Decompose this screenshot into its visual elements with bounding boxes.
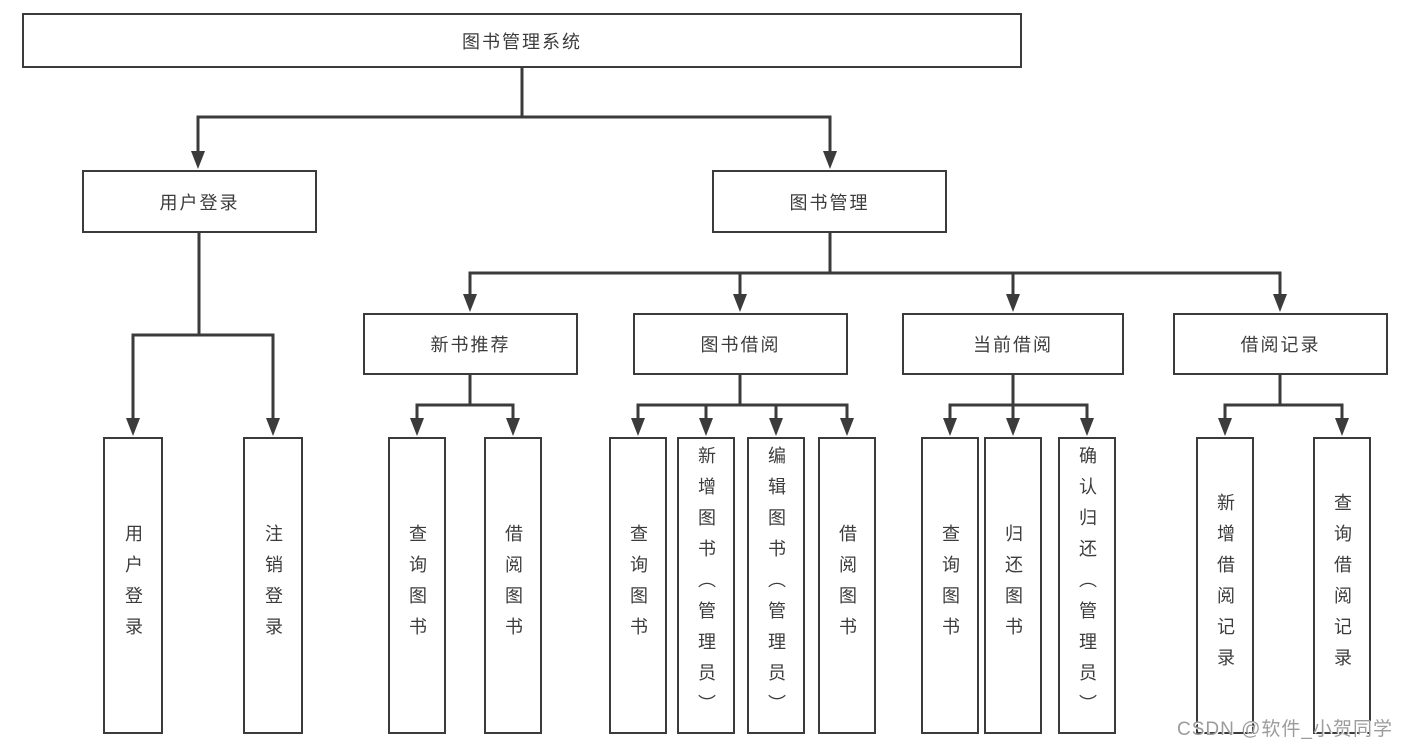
node-borrowing-records-label: 借阅记录 [1240, 335, 1321, 355]
node-book-borrowing-label: 图书借阅 [700, 335, 781, 355]
leaf-return-books-label: 归还图书 [1003, 523, 1023, 648]
leaf-logout-label: 注销登录 [263, 523, 283, 648]
node-borrowing-records: 借阅记录 [1173, 313, 1388, 375]
leaf-add-borrow-record-label: 新增借阅记录 [1215, 492, 1235, 679]
node-current-borrowing: 当前借阅 [902, 313, 1124, 375]
node-user-login-label: 用户登录 [159, 192, 240, 213]
leaf-add-borrow-record: 新增借阅记录 [1196, 437, 1254, 734]
leaf-query-borrow-record: 查询借阅记录 [1313, 437, 1371, 734]
node-root-label: 图书管理系统 [462, 31, 582, 52]
leaf-borrow-books-borrowing: 借阅图书 [818, 437, 876, 734]
leaf-query-books-recommend-label: 查询图书 [407, 523, 427, 648]
leaf-add-book-admin-label: 新增图书（管理员） [696, 446, 716, 725]
leaf-query-books-current-label: 查询图书 [940, 523, 960, 648]
leaf-borrow-books-recommend-label: 借阅图书 [503, 523, 523, 648]
node-book-borrowing: 图书借阅 [633, 313, 848, 375]
watermark: CSDN @软件_小贺同学 [1177, 719, 1393, 740]
node-root: 图书管理系统 [22, 13, 1022, 68]
leaf-query-books-recommend: 查询图书 [388, 437, 446, 734]
leaf-borrow-books-recommend: 借阅图书 [484, 437, 542, 734]
node-new-book-recommend-label: 新书推荐 [430, 335, 511, 355]
leaf-return-books: 归还图书 [984, 437, 1042, 734]
leaf-user-login: 用户登录 [103, 437, 163, 734]
leaf-edit-book-admin-label: 编辑图书（管理员） [766, 446, 786, 725]
leaf-logout: 注销登录 [243, 437, 303, 734]
node-book-management: 图书管理 [712, 170, 947, 233]
leaf-confirm-return-admin-label: 确认归还（管理员） [1077, 446, 1097, 725]
leaf-query-books-current: 查询图书 [921, 437, 979, 734]
leaf-query-books-borrowing-label: 查询图书 [628, 523, 648, 648]
leaf-confirm-return-admin: 确认归还（管理员） [1058, 437, 1116, 734]
node-user-login: 用户登录 [82, 170, 317, 233]
leaf-add-book-admin: 新增图书（管理员） [677, 437, 735, 734]
node-new-book-recommend: 新书推荐 [363, 313, 578, 375]
leaf-query-books-borrowing: 查询图书 [609, 437, 667, 734]
leaf-edit-book-admin: 编辑图书（管理员） [747, 437, 805, 734]
leaf-query-borrow-record-label: 查询借阅记录 [1332, 492, 1352, 679]
leaf-user-login-label: 用户登录 [123, 523, 143, 648]
node-current-borrowing-label: 当前借阅 [973, 335, 1053, 355]
node-book-management-label: 图书管理 [789, 192, 870, 213]
leaf-borrow-books-borrowing-label: 借阅图书 [837, 523, 857, 648]
